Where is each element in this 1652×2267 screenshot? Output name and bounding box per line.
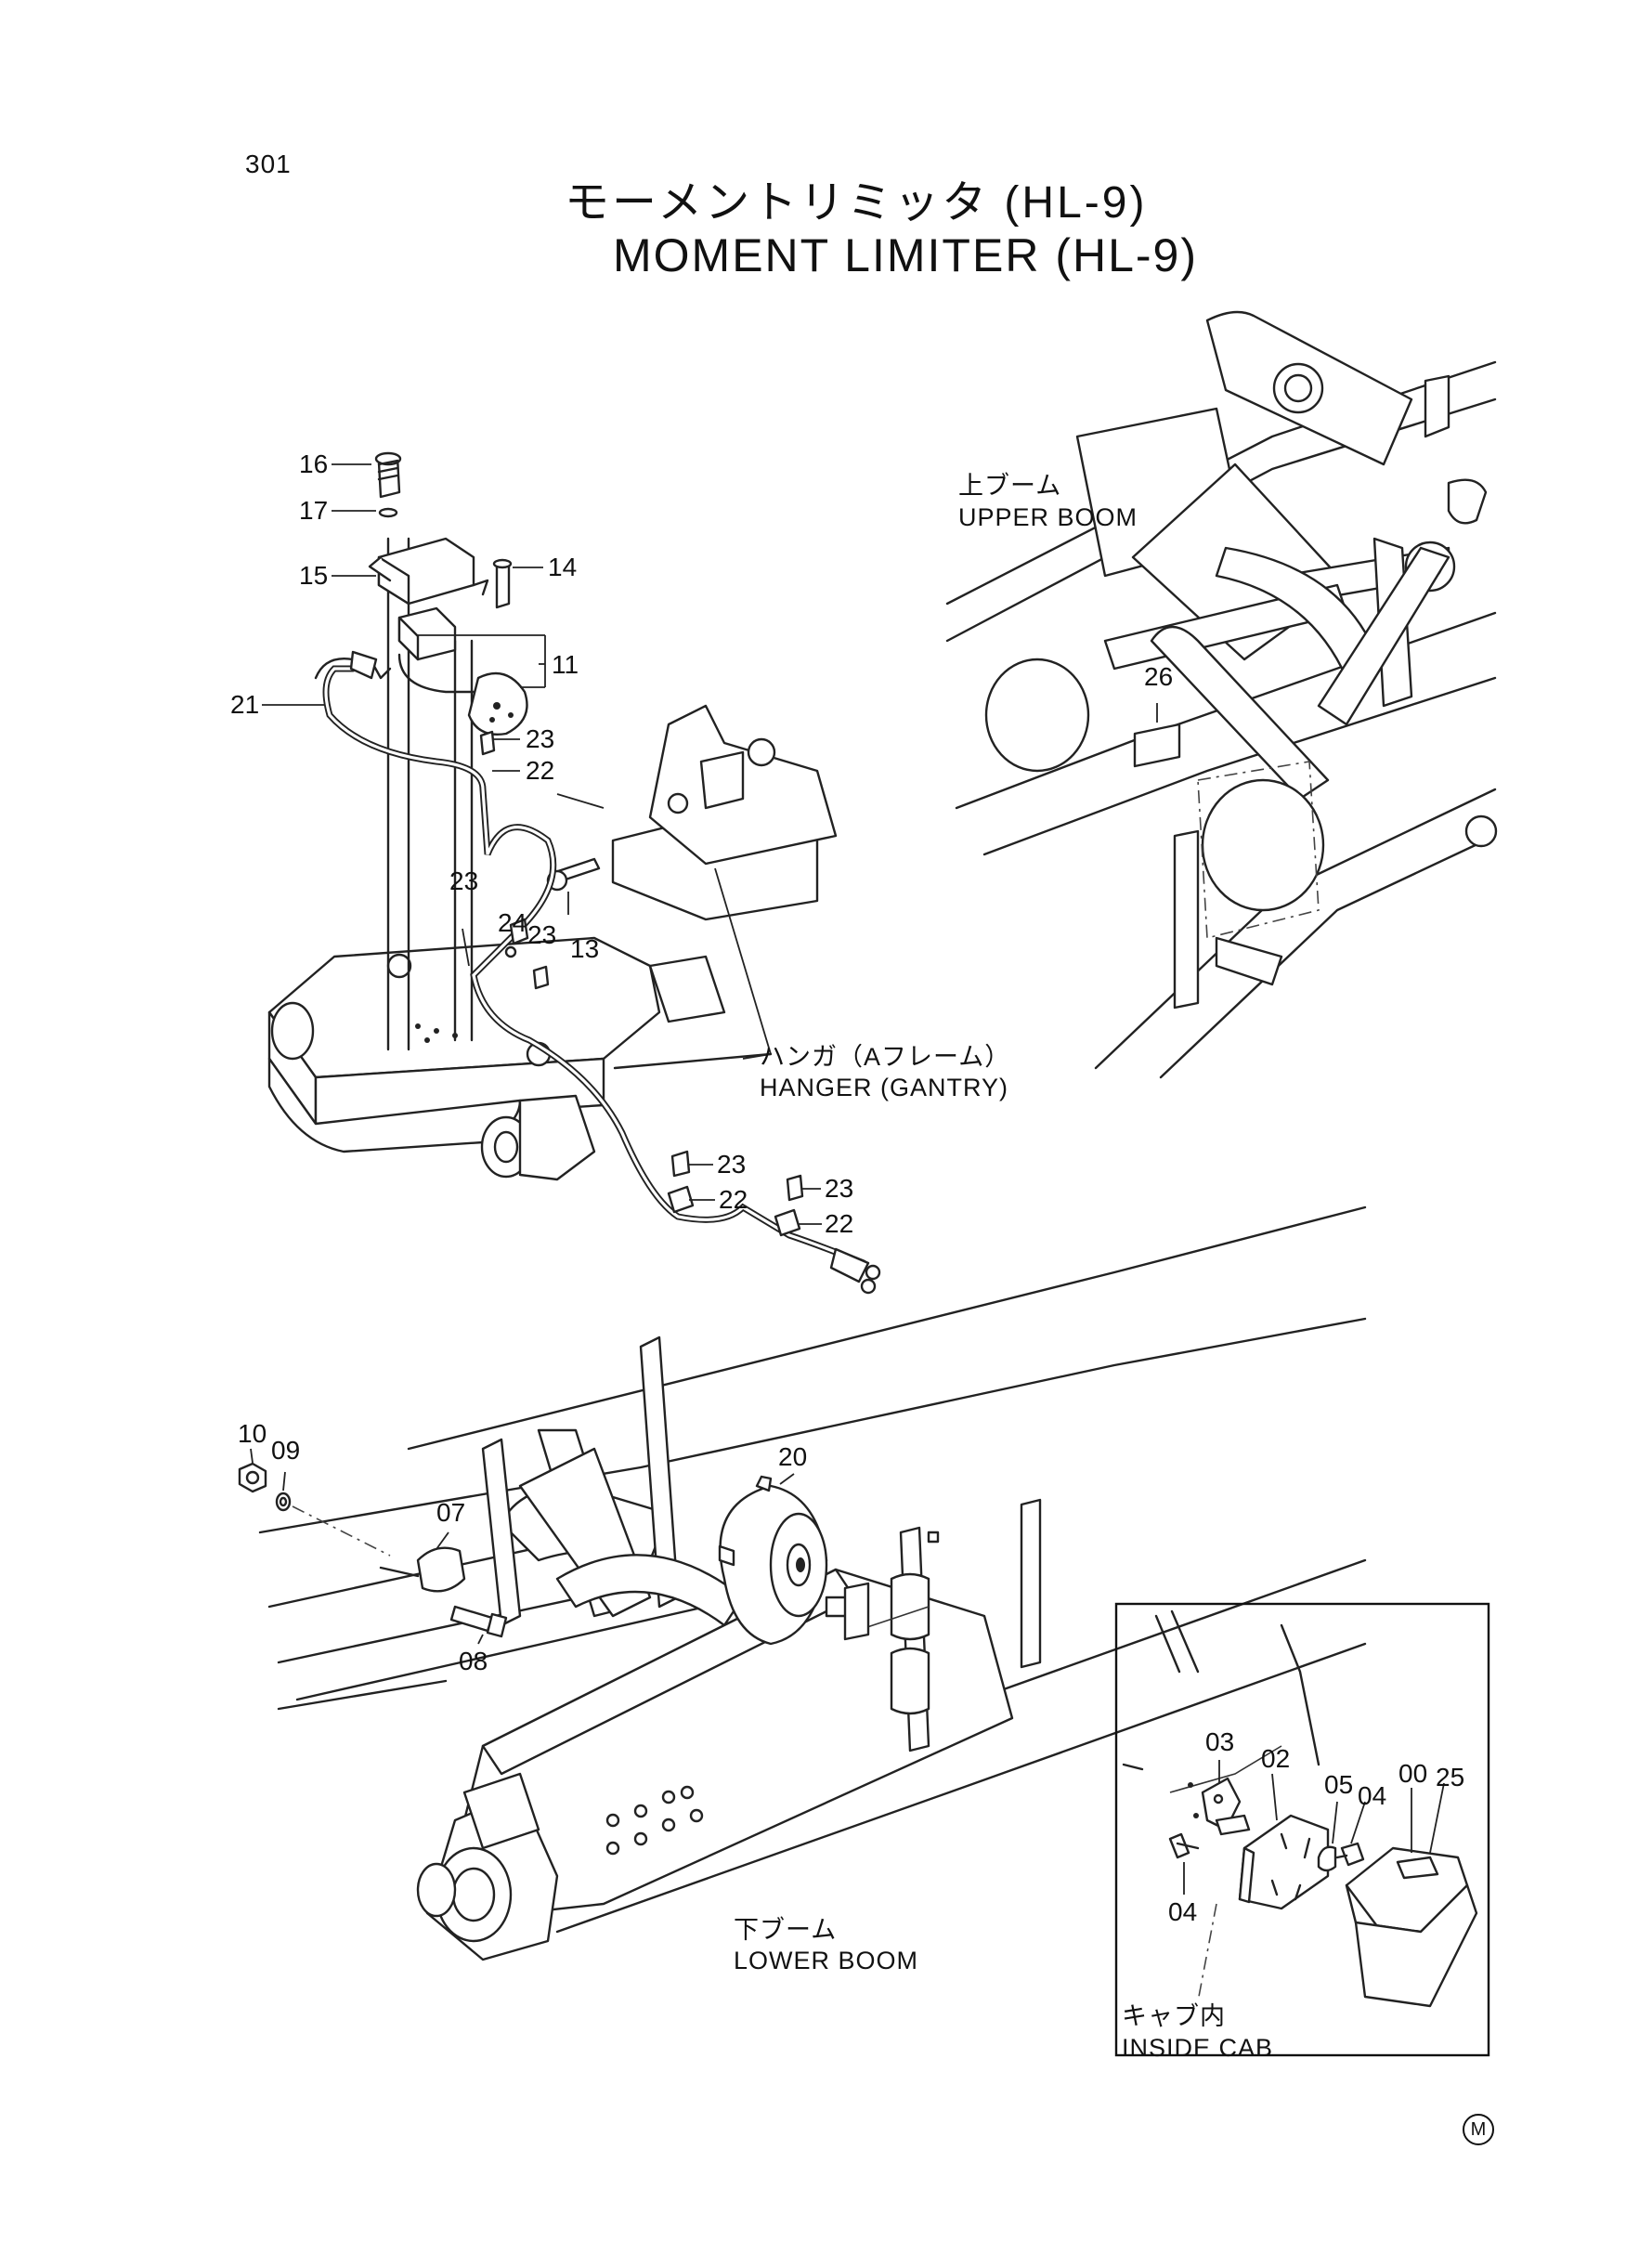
callout-14: 14 <box>548 553 578 581</box>
callout-24: 24 <box>498 908 527 937</box>
callout-09: 09 <box>271 1436 301 1465</box>
callout-22-hanger-a: 22 <box>719 1185 748 1214</box>
page-title-english: MOMENT LIMITER (HL-9) <box>613 229 1198 281</box>
page-title-japanese: モーメントリミッタ (HL-9) <box>565 178 1148 228</box>
callout-15: 15 <box>299 561 329 590</box>
upper-boom-drawing <box>945 310 1498 1079</box>
callout-21: 21 <box>230 690 260 719</box>
callout-00: 00 <box>1398 1759 1428 1788</box>
callout-23-upper: 23 <box>526 724 555 753</box>
callout-23-hanger-a: 23 <box>717 1150 747 1179</box>
hanger-gantry-drawing <box>267 537 838 1181</box>
lower-boom-label-en: LOWER BOOM <box>734 1947 919 1974</box>
inside-cab-label-en: INSIDE CAB <box>1122 2034 1274 2062</box>
inside-cab-inset <box>1114 1602 1490 2057</box>
callout-23-lower: 23 <box>527 920 557 949</box>
upper-boom-label-jp: 上ブーム <box>958 472 1062 500</box>
footer-circled-mark: M <box>1463 2114 1494 2145</box>
callout-23-hanger-b: 23 <box>825 1174 854 1203</box>
callout-22-upper: 22 <box>526 756 555 785</box>
callout-17: 17 <box>299 496 329 525</box>
callout-07: 07 <box>436 1498 466 1527</box>
hanger-label-en: HANGER (GANTRY) <box>760 1074 1009 1101</box>
footer-mark-letter: M <box>1470 2119 1487 2140</box>
callout-13: 13 <box>570 934 600 963</box>
hanger-label-jp: ハンガ（Aフレーム） <box>760 1043 1011 1071</box>
leader-lines <box>250 463 1445 1895</box>
callout-08: 08 <box>459 1647 488 1675</box>
callout-05: 05 <box>1324 1770 1354 1799</box>
label-26-plate <box>1133 723 1181 768</box>
callout-25: 25 <box>1436 1763 1465 1791</box>
callout-16: 16 <box>299 449 329 478</box>
callout-04-left: 04 <box>1168 1897 1198 1926</box>
lower-boom-label-jp: 下ブーム <box>734 1916 838 1944</box>
callout-04-right: 04 <box>1358 1781 1387 1810</box>
cable-clamps <box>479 730 804 1237</box>
cable-21 <box>314 650 881 1295</box>
callout-20: 20 <box>778 1442 808 1471</box>
callout-10: 10 <box>238 1419 267 1448</box>
callout-23-mid: 23 <box>449 866 479 895</box>
sensor-parts <box>368 451 601 892</box>
callout-26: 26 <box>1144 662 1174 691</box>
inset-frame <box>1114 1602 1490 2057</box>
callout-22-hanger-b: 22 <box>825 1209 854 1238</box>
upper-boom-label-en: UPPER BOOM <box>958 503 1138 531</box>
lower-boom-parts <box>238 1462 870 1646</box>
page-number: 301 <box>245 150 292 178</box>
callout-02: 02 <box>1261 1744 1291 1773</box>
inside-cab-label-jp: キャブ内 <box>1122 2002 1226 2030</box>
callout-11: 11 <box>552 650 579 679</box>
callout-03: 03 <box>1205 1727 1235 1756</box>
